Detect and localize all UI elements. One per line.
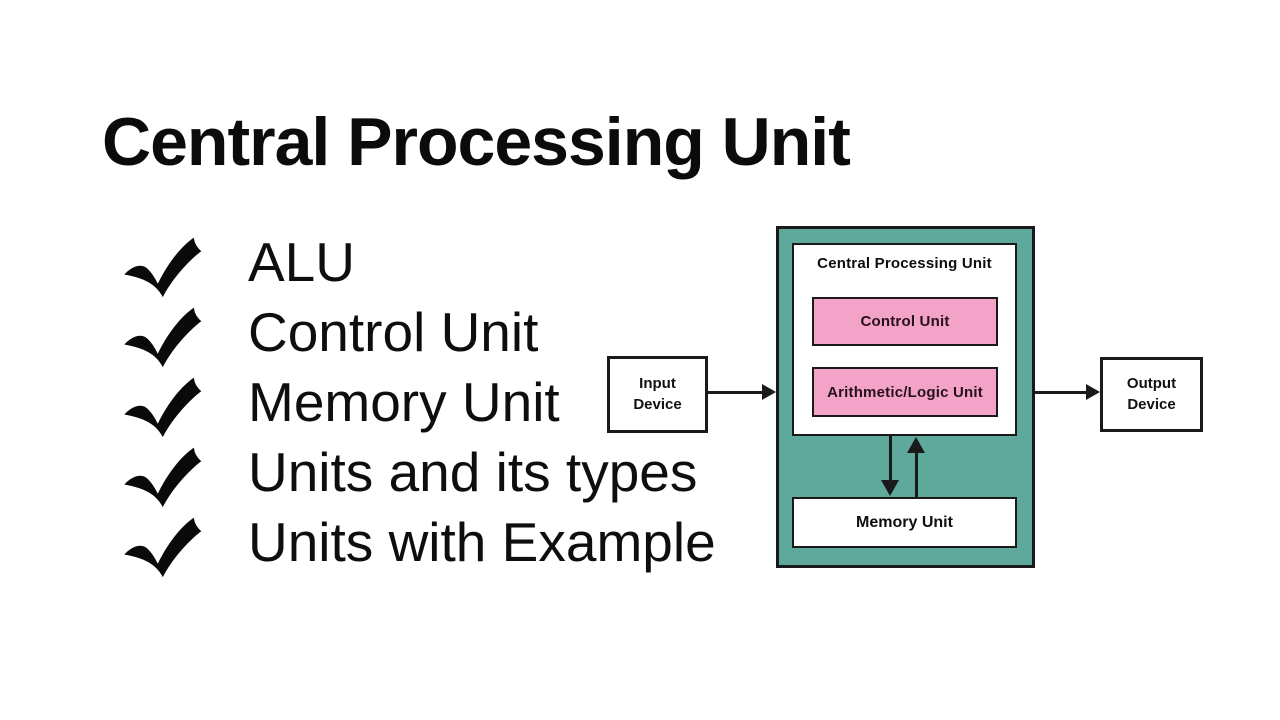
bullet-label: Units with Example (248, 510, 716, 573)
bullet-label: ALU (248, 230, 355, 293)
control-unit-box: Control Unit (812, 297, 998, 346)
checkmark-icon (118, 515, 206, 579)
checkmark-icon (118, 375, 206, 439)
control-unit-label: Control Unit (860, 313, 950, 330)
memory-unit-label: Memory Unit (856, 513, 953, 531)
checkmark-icon (118, 445, 206, 509)
input-device-box: Input Device (607, 356, 708, 433)
list-item: Units with Example (118, 507, 716, 579)
list-item: Control Unit (118, 297, 716, 369)
input-device-label: Input Device (633, 375, 682, 413)
arithmetic-logic-unit-label: Arithmetic/Logic Unit (827, 383, 983, 401)
page-title: Central Processing Unit (102, 104, 851, 180)
output-device-box: Output Device (1100, 357, 1203, 432)
bullet-label: Units and its types (248, 440, 698, 503)
checkmark-icon (118, 305, 206, 369)
output-device-label: Output Device (1126, 375, 1177, 413)
bullet-list: ALU Control Unit Memory Unit (118, 227, 716, 579)
bullet-label: Memory Unit (248, 370, 560, 433)
list-item: Memory Unit (118, 367, 716, 439)
memory-unit-box: Memory Unit (792, 497, 1017, 548)
list-item: ALU (118, 227, 716, 299)
arithmetic-logic-unit-box: Arithmetic/Logic Unit (812, 367, 998, 417)
cpu-inner-label: Central Processing Unit (817, 255, 992, 272)
checkmark-icon (118, 235, 206, 299)
list-item: Units and its types (118, 437, 716, 509)
bullet-label: Control Unit (248, 300, 539, 363)
